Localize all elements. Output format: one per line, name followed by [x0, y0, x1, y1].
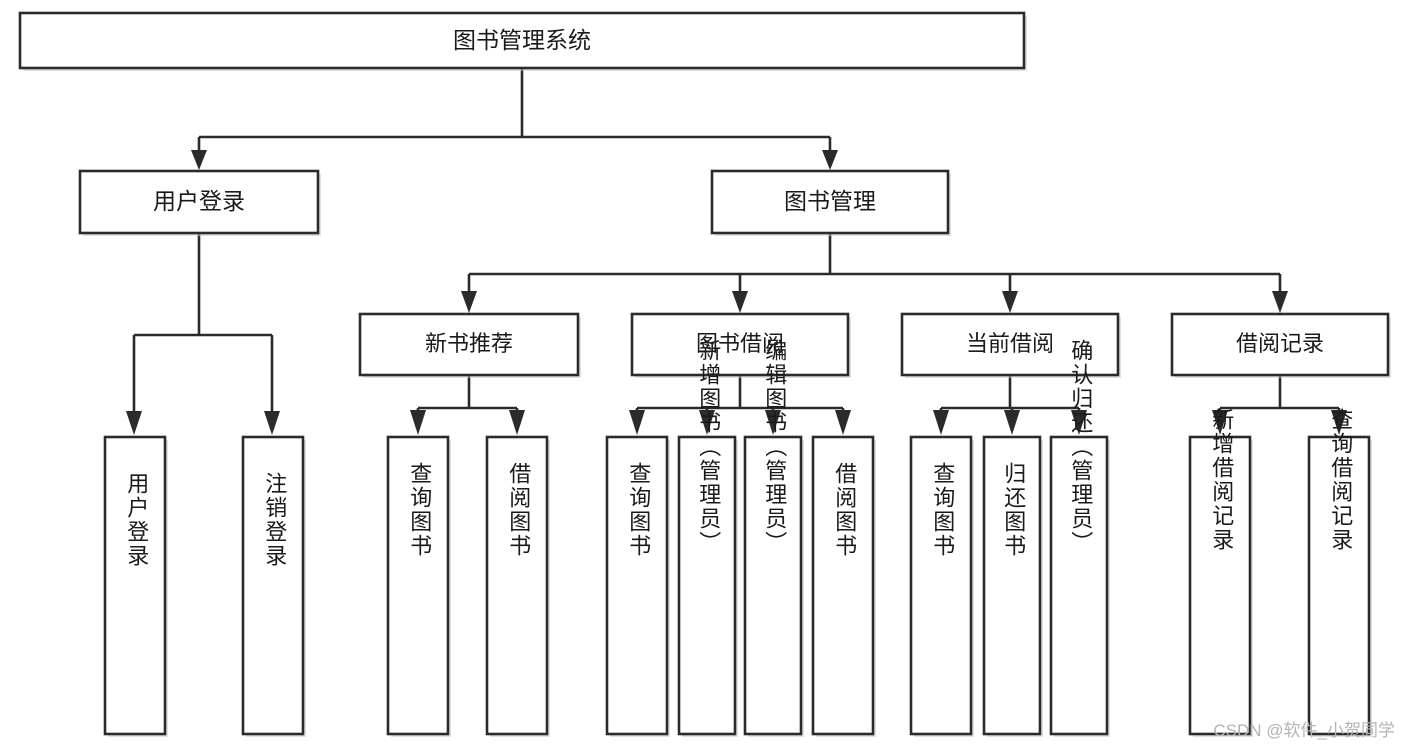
- node-book-borrow-label: 图书借阅: [696, 331, 784, 356]
- node-leaf-user-login-box[interactable]: [103, 435, 167, 736]
- node-leaf-query-borrow-record[interactable]: 查询借阅记录: [1307, 408, 1372, 737]
- node-leaf-query-book-1-label: 查询图书: [407, 462, 432, 558]
- arrow-head-leaf-query-book-1: [410, 410, 426, 435]
- node-new-book-recommend-label: 新书推荐: [425, 331, 513, 356]
- node-leaf-return-book-box[interactable]: [982, 435, 1042, 736]
- node-book-borrow[interactable]: 图书借阅: [630, 312, 851, 378]
- node-leaf-borrow-book-2-label: 借阅图书: [832, 462, 857, 558]
- arrow-head-book-borrow: [732, 291, 748, 313]
- arrow-head-leaf-query-borrow-record: [1331, 410, 1347, 435]
- arrow-head-borrow-records: [1272, 291, 1288, 313]
- arrow-head-user-login: [191, 150, 207, 170]
- node-leaf-query-borrow-record-label: 查询借阅记录: [1328, 408, 1353, 552]
- node-leaf-confirm-return-admin-box[interactable]: [1049, 435, 1109, 736]
- arrow-head-new-book-recommend: [461, 291, 477, 313]
- node-current-borrow-label: 当前借阅: [966, 331, 1054, 356]
- node-leaf-user-login[interactable]: 用户登录: [103, 435, 168, 737]
- node-leaf-logout-login[interactable]: 注销登录: [241, 435, 306, 737]
- connector-layer: [126, 68, 1347, 435]
- node-leaf-return-book[interactable]: 归还图书: [982, 435, 1043, 737]
- node-leaf-logout-login-label: 注销登录: [262, 472, 287, 568]
- node-leaf-add-borrow-record[interactable]: 新增借阅记录: [1188, 408, 1253, 737]
- node-user-login-label: 用户登录: [153, 188, 245, 214]
- node-leaf-query-book-2[interactable]: 查询图书: [605, 435, 670, 737]
- node-book-manage[interactable]: 图书管理: [710, 169, 951, 236]
- node-current-borrow[interactable]: 当前借阅: [900, 312, 1121, 378]
- node-leaf-edit-book-admin-label: 编辑图书（管理员）: [762, 339, 787, 555]
- arrow-head-current-borrow: [1002, 291, 1018, 313]
- node-user-login[interactable]: 用户登录: [78, 169, 321, 236]
- csdn-watermark: CSDN @软件_小贺同学: [1213, 721, 1395, 740]
- node-leaf-query-book-3[interactable]: 查询图书: [909, 435, 974, 737]
- node-leaf-add-borrow-record-box[interactable]: [1188, 435, 1252, 736]
- arrow-head-leaf-borrow-book-2: [835, 410, 851, 435]
- node-leaf-query-book-3-box[interactable]: [909, 435, 973, 736]
- node-leaf-add-book-admin-box[interactable]: [677, 435, 737, 736]
- node-borrow-records[interactable]: 借阅记录: [1170, 312, 1391, 378]
- arrow-head-leaf-user-login: [126, 411, 142, 435]
- node-leaf-edit-book-admin-box[interactable]: [743, 435, 803, 736]
- arrow-head-leaf-add-book-admin: [699, 410, 715, 435]
- arrow-head-leaf-query-book-2: [629, 410, 645, 435]
- node-root-box[interactable]: [18, 11, 1026, 70]
- node-leaf-query-book-2-label: 查询图书: [626, 462, 651, 558]
- node-current-borrow-box[interactable]: [900, 312, 1120, 377]
- node-leaf-query-book-1[interactable]: 查询图书: [386, 435, 451, 737]
- node-book-manage-box[interactable]: [710, 169, 950, 235]
- node-leaf-confirm-return-admin-label: 确认归还（管理员）: [1068, 339, 1093, 555]
- node-leaf-add-book-admin-label: 新增图书（管理员）: [696, 339, 721, 555]
- arrow-head-leaf-query-book-3: [933, 410, 949, 435]
- arrow-head-leaf-confirm-return-admin: [1071, 410, 1087, 435]
- node-leaf-borrow-book-1-label: 借阅图书: [506, 462, 531, 558]
- arrow-head-leaf-return-book: [1004, 410, 1020, 435]
- node-leaf-edit-book-admin[interactable]: 编辑图书（管理员）: [743, 339, 804, 737]
- node-leaf-query-borrow-record-box[interactable]: [1307, 435, 1371, 736]
- node-root[interactable]: 图书管理系统: [18, 11, 1027, 71]
- node-leaf-borrow-book-1-box[interactable]: [485, 435, 549, 736]
- arrow-head-leaf-edit-book-admin: [765, 410, 781, 435]
- node-leaf-query-book-2-box[interactable]: [605, 435, 669, 736]
- arrow-head-book-manage: [822, 150, 838, 170]
- node-borrow-records-label: 借阅记录: [1236, 331, 1324, 356]
- arrow-head-leaf-add-borrow-record: [1212, 410, 1228, 435]
- node-leaf-borrow-book-2-box[interactable]: [811, 435, 875, 736]
- node-new-book-recommend[interactable]: 新书推荐: [358, 312, 581, 378]
- node-user-login-box[interactable]: [78, 169, 320, 235]
- arrow-head-leaf-logout-login: [264, 411, 280, 435]
- node-borrow-records-box[interactable]: [1170, 312, 1390, 377]
- arrow-head-leaf-borrow-book-1: [509, 410, 525, 435]
- node-book-manage-label: 图书管理: [784, 188, 876, 214]
- node-leaf-add-borrow-record-label: 新增借阅记录: [1209, 408, 1234, 552]
- node-root-label: 图书管理系统: [453, 27, 591, 53]
- node-leaf-user-login-label: 用户登录: [124, 472, 149, 568]
- node-leaf-logout-login-box[interactable]: [241, 435, 305, 736]
- node-leaf-query-book-3-label: 查询图书: [930, 462, 955, 558]
- node-leaf-query-book-1-box[interactable]: [386, 435, 450, 736]
- node-leaf-add-book-admin[interactable]: 新增图书（管理员）: [677, 339, 738, 737]
- node-book-borrow-box[interactable]: [630, 312, 850, 377]
- node-leaf-confirm-return-admin[interactable]: 确认归还（管理员）: [1049, 339, 1110, 737]
- node-leaf-return-book-label: 归还图书: [1001, 462, 1026, 558]
- node-leaf-borrow-book-1[interactable]: 借阅图书: [485, 435, 550, 737]
- node-new-book-recommend-box[interactable]: [358, 312, 580, 377]
- node-leaf-borrow-book-2[interactable]: 借阅图书: [811, 435, 876, 737]
